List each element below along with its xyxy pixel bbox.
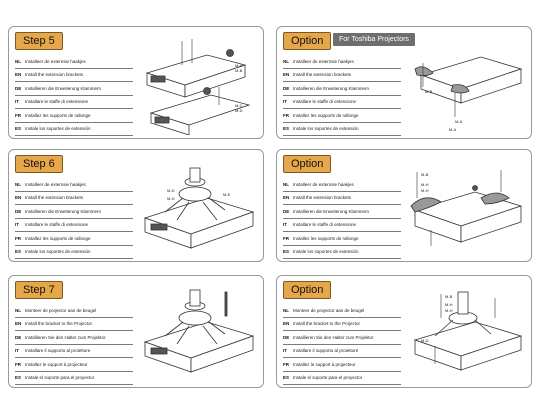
option-tag: Option [283,32,332,50]
part-label: M-B [421,172,429,177]
part-label: M-H [167,196,175,201]
part-label: M-D [421,338,429,343]
projector-illustration: M-B M-A M-A [414,56,523,132]
part-label: M-D [235,108,243,113]
part-label: M-D [167,188,175,193]
projector-illustration: M-A M-B M-C M-D [145,39,251,135]
part-label: M-H [421,188,429,193]
part-label: M-H [445,302,453,307]
step-tag: Step 7 [15,281,63,299]
part-label: M-H [445,308,453,313]
option-tag: Option [283,281,332,299]
projector-illustration: M-B M-H M-H M-D [413,291,523,371]
part-label: M-C [235,103,243,108]
projector-illustration: M-D M-E M-H [143,167,255,249]
part-label: M-B [425,89,433,94]
part-label: M-B [235,68,243,73]
projector-illustration: M-B M-H M-H [410,170,523,246]
part-label: M-E [223,192,231,197]
projector-illustration [143,289,255,373]
step-tag: Step 6 [15,155,63,173]
part-label: M-A [235,63,243,68]
part-label: M-H [421,182,429,187]
option-tag: Option [283,155,332,173]
part-label: M-A [449,127,457,132]
part-label: M-B [445,294,453,299]
part-label: M-A [455,119,463,124]
toshiba-subtag: For Toshiba Projectors [333,33,415,46]
step-tag: Step 5 [15,32,63,50]
